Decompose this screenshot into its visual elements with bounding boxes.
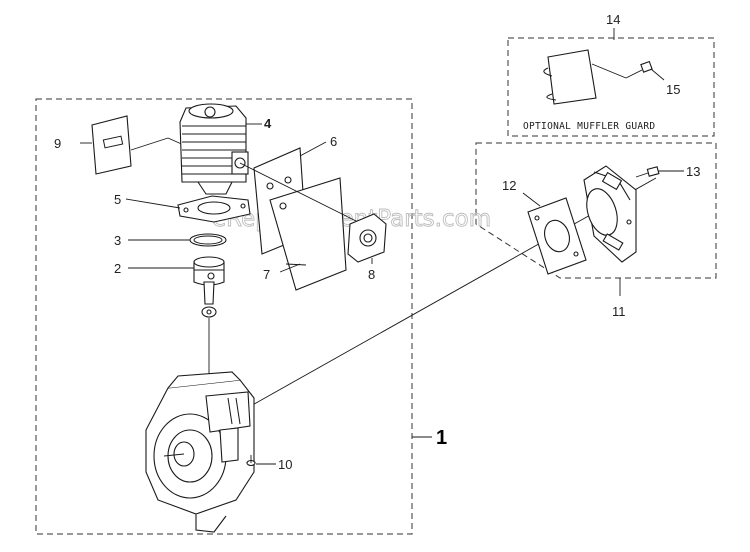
crankcase (145, 371, 255, 533)
callout-13: 13 (686, 164, 700, 179)
piston-and-rod (128, 256, 225, 318)
muffler-screw (635, 166, 684, 178)
callout-8: 8 (368, 267, 375, 282)
optional-guard-caption: OPTIONAL MUFFLER GUARD (523, 121, 655, 132)
callout-14: 14 (606, 12, 620, 27)
callout-4: 4 (264, 116, 272, 131)
muffler (583, 165, 637, 263)
callout-1: 1 (436, 427, 447, 449)
muffler-leader-line (239, 177, 657, 413)
muffler-assembly-box (475, 142, 717, 279)
piston-ring (128, 233, 227, 247)
bolt (246, 455, 276, 467)
callout-9: 9 (54, 136, 61, 151)
callout-15: 15 (666, 82, 680, 97)
callout-6: 6 (330, 134, 337, 149)
callout-5: 5 (114, 192, 121, 207)
callout-7: 7 (263, 267, 270, 282)
muffler-gasket (522, 192, 587, 275)
cylinder (179, 103, 262, 195)
optional-guard-box (507, 37, 715, 137)
callout-10: 10 (278, 457, 292, 472)
callout-11: 11 (612, 304, 626, 319)
callout-3: 3 (114, 233, 121, 248)
intake-gasket (239, 162, 359, 291)
callout-2: 2 (114, 261, 121, 276)
heat-shield-plate (91, 115, 187, 175)
carburetor-gasket (347, 213, 387, 264)
callout-12: 12 (502, 178, 516, 193)
engine-assembly-box (35, 98, 413, 535)
leader-7 (285, 263, 307, 266)
muffler-guard (543, 49, 665, 105)
cylinder-gasket (125, 195, 251, 223)
